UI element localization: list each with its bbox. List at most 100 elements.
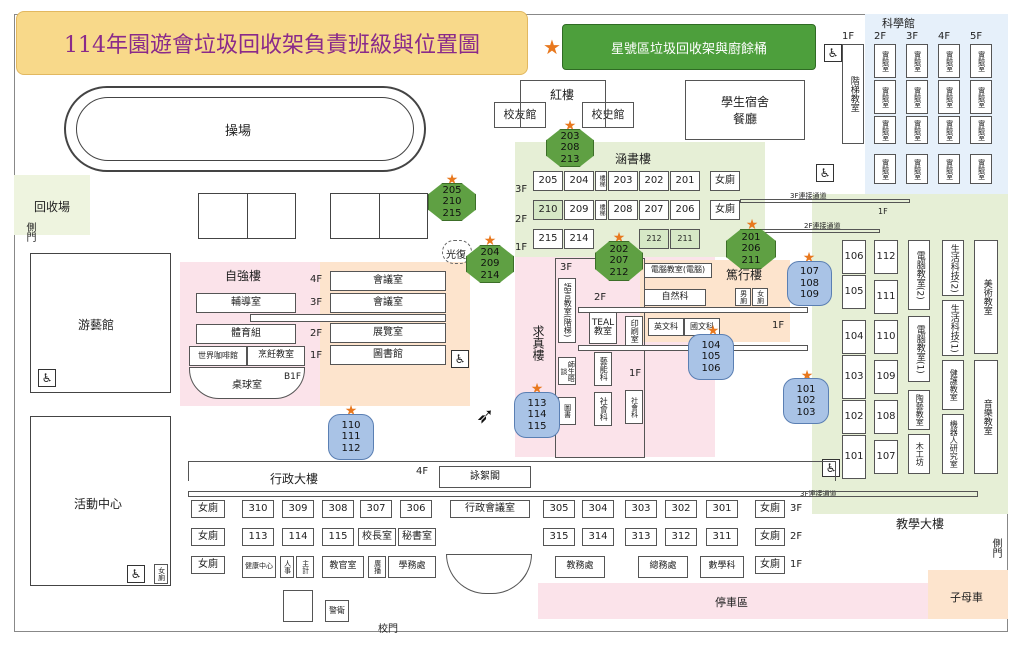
room-311: 311 xyxy=(706,528,738,546)
room-cafe: 世界咖啡館 xyxy=(189,346,247,366)
marker-class: 106 xyxy=(701,362,721,374)
hanshu-label: 涵書樓 xyxy=(615,152,652,166)
marker-class: 112 xyxy=(341,442,361,454)
room-310: 310 xyxy=(242,500,274,518)
sci-ladder: 階梯教室 xyxy=(842,44,864,144)
room-112: 112 xyxy=(874,240,898,274)
floor-2f-lib: 2F xyxy=(310,328,323,339)
sci-4f-lab-1: 實驗室 xyxy=(938,44,960,78)
conn-2f-label: 2F連接通道 xyxy=(804,222,841,230)
activity-label: 活動中心 xyxy=(74,497,123,511)
room-comp1: 電腦教室(1) xyxy=(908,316,930,382)
room-110: 110 xyxy=(874,320,898,354)
conn-3f xyxy=(740,199,910,203)
marker-class: 104 xyxy=(701,339,721,351)
room-language: 語言教室(階梯) xyxy=(558,278,576,343)
room-personnel: 人事 xyxy=(280,556,294,578)
sci-2f: 2F xyxy=(874,31,887,42)
qiuzhen-1f: 1F xyxy=(629,368,642,379)
sci-4f: 4F xyxy=(938,31,951,42)
admin-frame xyxy=(188,461,836,481)
room-313: 313 xyxy=(625,528,657,546)
stairs-h3: 樓梯 xyxy=(595,171,607,191)
room-cook: 烹飪教室 xyxy=(247,346,305,366)
b1f-label: B1F xyxy=(284,372,302,382)
teaching-label: 教學大樓 xyxy=(896,517,945,531)
accessible-icon-library: ♿ xyxy=(451,350,469,368)
room-304: 304 xyxy=(582,500,614,518)
duxing-label: 篤行樓 xyxy=(726,268,763,282)
room-social2: 社會科 xyxy=(625,390,643,424)
room-library: 圖書館 xyxy=(330,345,446,365)
room-309: 309 xyxy=(282,500,314,518)
accessible-icon-youyi: ♿ xyxy=(38,369,56,387)
teaching-1f: 1F xyxy=(878,207,888,216)
marker-class: 208 xyxy=(560,142,580,154)
court-line-2 xyxy=(379,193,380,239)
playground-label: 操場 xyxy=(225,124,252,139)
room-health-classroom: 健護教室 xyxy=(942,360,964,410)
room-print: 印刷室 xyxy=(625,316,643,346)
marker-class: 213 xyxy=(560,153,580,165)
red-bldg-label: 紅樓 xyxy=(550,88,575,102)
marker-class: 107 xyxy=(799,266,820,278)
sci-5f-lab-4: 實驗室 xyxy=(970,154,992,184)
room-meeting-1: 會議室 xyxy=(330,271,446,291)
accessible-icon-science-top: ♿ xyxy=(824,44,842,62)
youyi-label: 游藝館 xyxy=(78,318,115,332)
room-meeting-2: 會議室 xyxy=(330,293,446,313)
room-208: 208 xyxy=(608,200,638,220)
stairs-h2: 樓梯 xyxy=(595,200,607,220)
room-215: 215 xyxy=(533,229,563,249)
room-computer: 電腦教室(電腦) xyxy=(644,263,712,278)
marker-101-102-103: 101 102 103 xyxy=(783,378,829,424)
room-social: 社會科 xyxy=(594,392,612,426)
room-205: 205 xyxy=(533,171,563,191)
girls-wc-a1: 女廁 xyxy=(191,556,225,574)
marker-class: 101 xyxy=(796,383,816,395)
room-211: 211 xyxy=(670,229,700,249)
room-principal: 校長室 xyxy=(358,528,396,546)
admin-label: 行政大樓 xyxy=(270,472,319,486)
room-nature: 自然科 xyxy=(644,289,706,306)
sci-2f-lab-1: 實驗室 xyxy=(874,44,896,78)
marker-class: 201 xyxy=(741,231,761,243)
marker-class: 102 xyxy=(796,395,816,407)
sci-5f-lab-2: 實驗室 xyxy=(970,80,992,114)
marker-class: 214 xyxy=(480,269,500,281)
sci-5f: 5F xyxy=(970,31,983,42)
duxing-boys-wc: 男廁 xyxy=(735,288,751,306)
room-102: 102 xyxy=(842,400,866,434)
sci-3f-lab-1: 實驗室 xyxy=(906,44,928,78)
legend-box: 星號區垃圾回收架與廚餘桶 xyxy=(562,24,816,70)
room-305: 305 xyxy=(543,500,575,518)
room-accounting: 主計 xyxy=(296,556,314,578)
room-315: 315 xyxy=(543,528,575,546)
room-109: 109 xyxy=(874,360,898,394)
admin-2f: 2F xyxy=(790,531,803,542)
room-broadcast: 廣播 xyxy=(368,556,386,578)
marker-class: 105 xyxy=(701,351,721,363)
room-104: 104 xyxy=(842,320,866,354)
marker-class: 207 xyxy=(609,255,629,267)
room-zongwu: 總務處 xyxy=(638,556,688,578)
girls-wc-a2b: 女廁 xyxy=(755,528,785,546)
science-label: 科學館 xyxy=(882,17,915,30)
room-106: 106 xyxy=(842,240,866,274)
sci-3f-lab-2: 實驗室 xyxy=(906,80,928,114)
zone-parent-car xyxy=(928,570,1008,619)
room-fine-art: 美術教室 xyxy=(974,240,998,354)
accessible-icon-science: ♿ xyxy=(816,164,834,182)
room-103: 103 xyxy=(842,355,866,399)
admin-1f: 1F xyxy=(790,559,803,570)
marker-202-207-212: 202 207 212 xyxy=(595,241,643,281)
bridge-3f xyxy=(250,314,446,322)
room-pe: 體育組 xyxy=(196,324,296,344)
parent-car-label: 子母車 xyxy=(950,591,983,604)
room-207: 207 xyxy=(639,200,669,220)
guard-building: 警衛 xyxy=(325,600,349,622)
playground-inner xyxy=(76,97,414,161)
marker-class: 114 xyxy=(527,409,547,421)
playground-track xyxy=(64,86,426,172)
sci-3f-lab-4: 實驗室 xyxy=(906,154,928,184)
